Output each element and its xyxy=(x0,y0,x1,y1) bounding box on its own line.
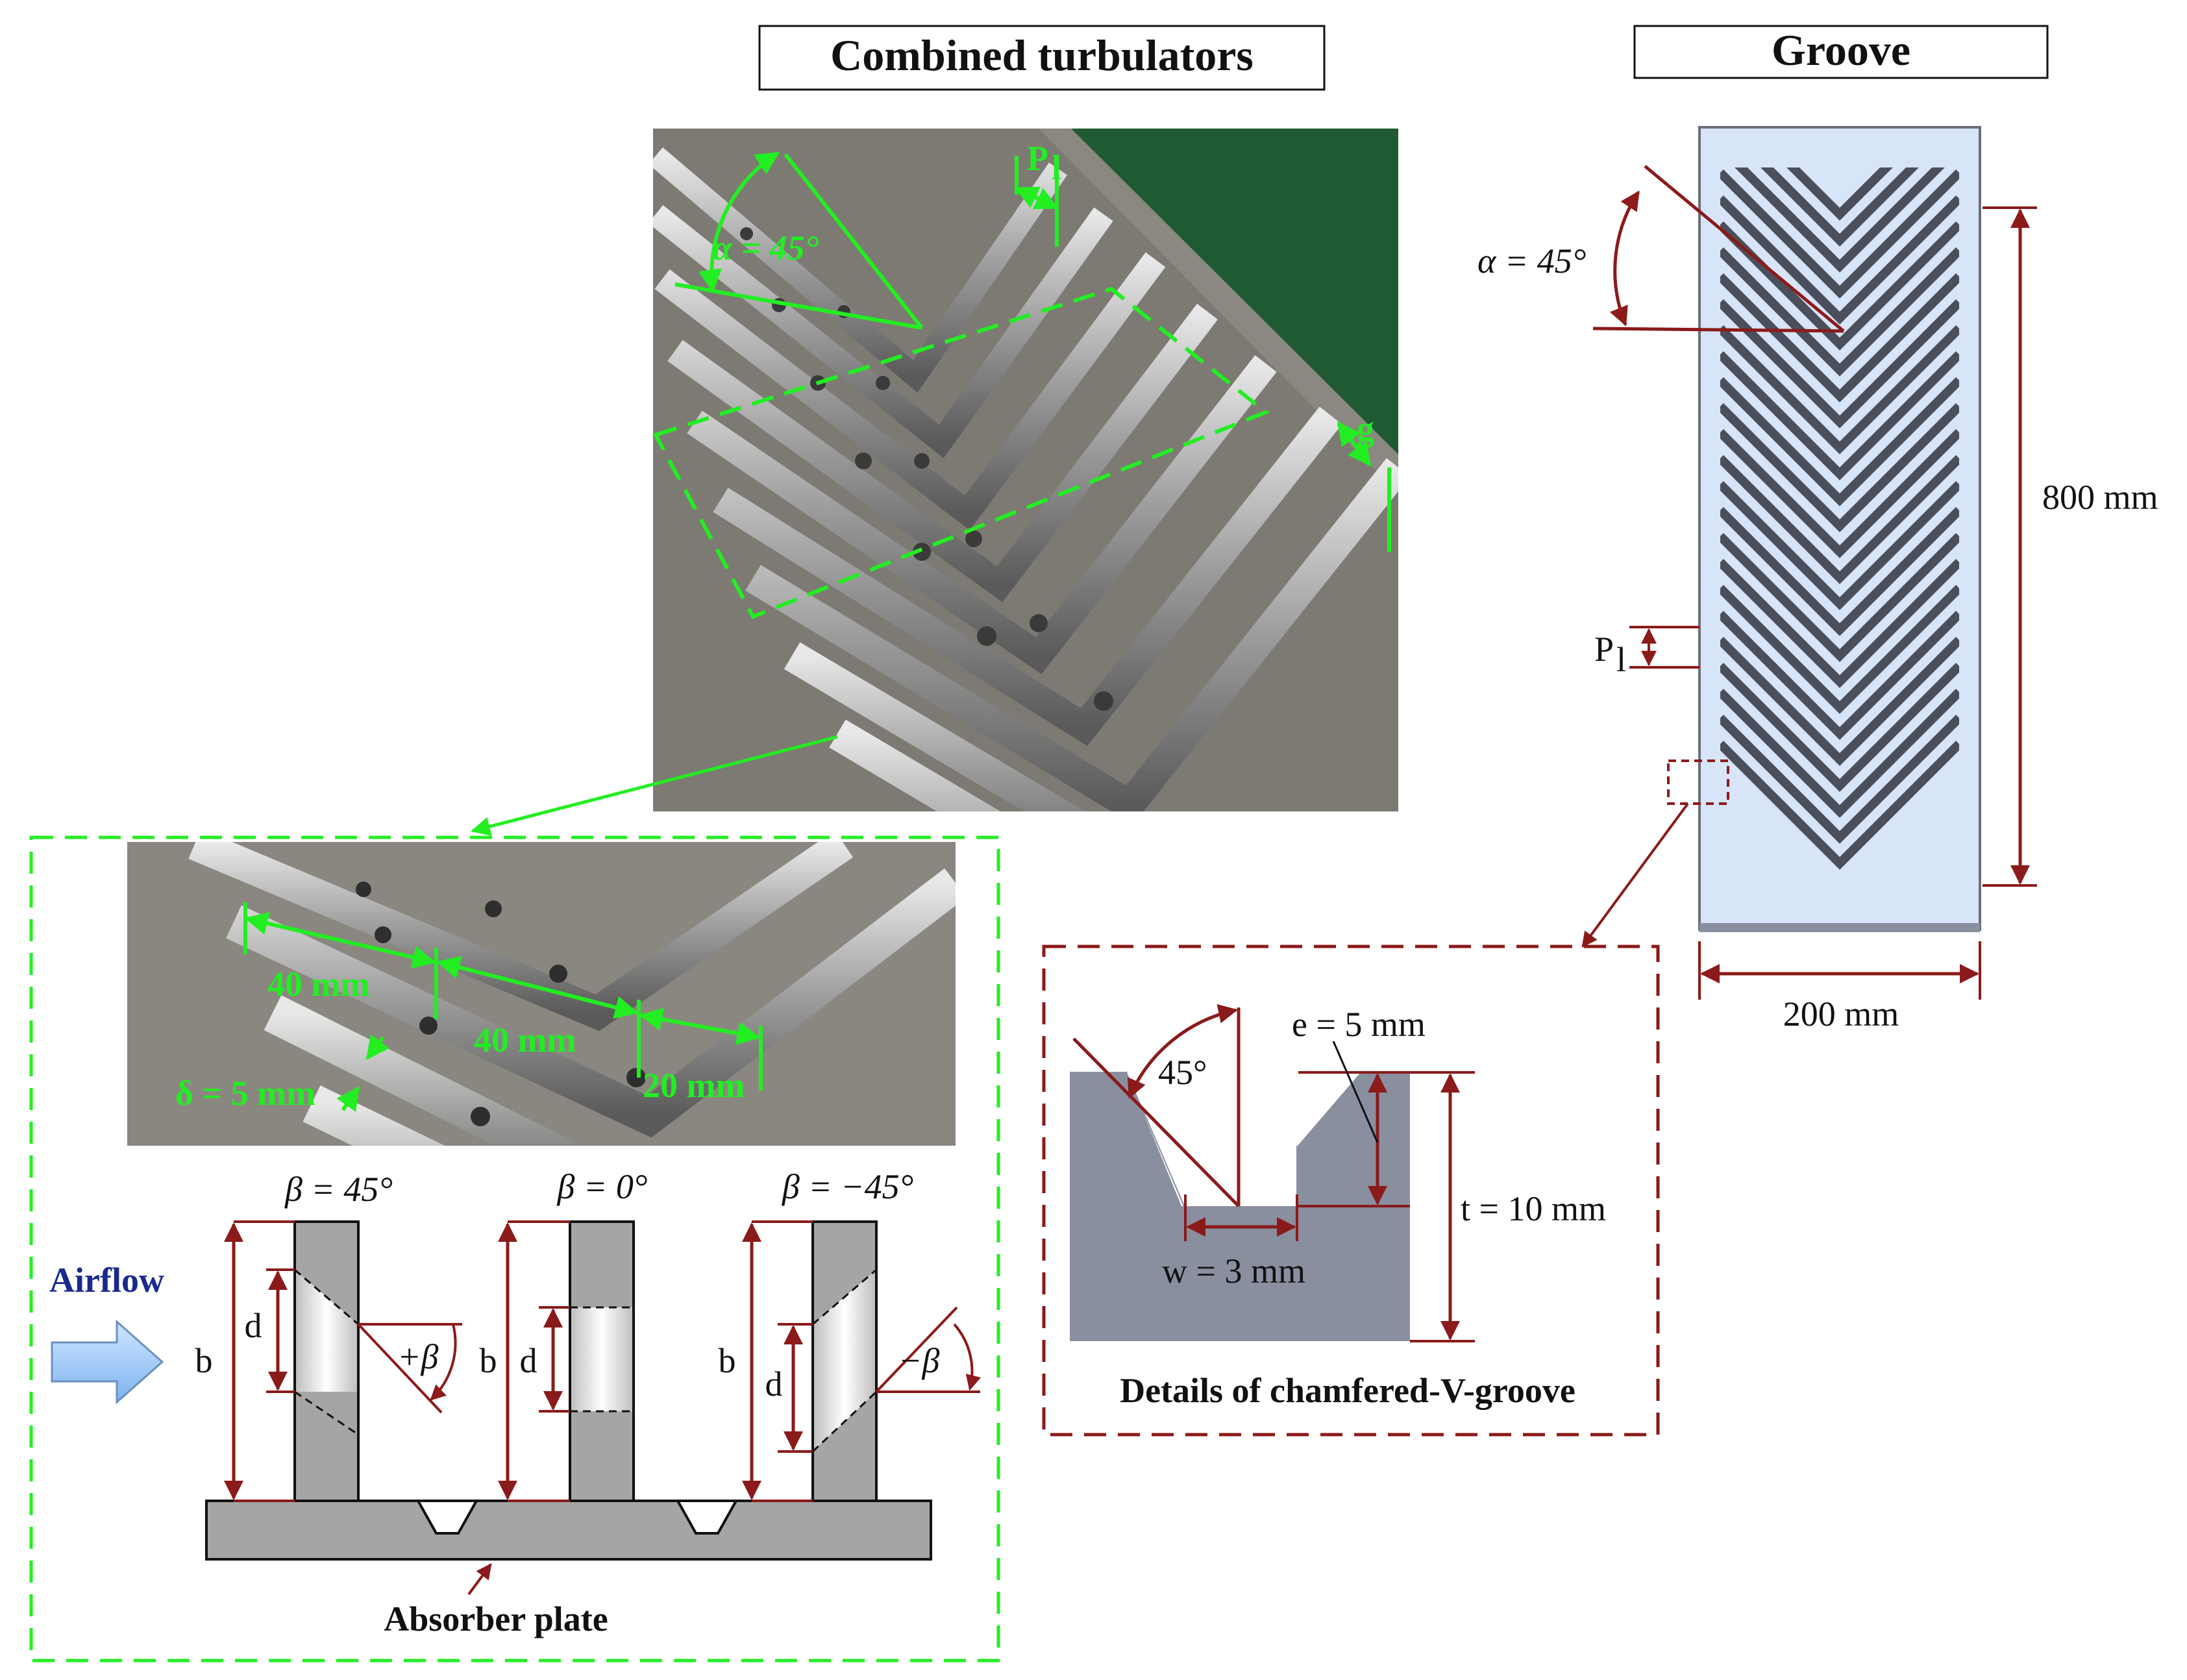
groove-length-label: 800 mm xyxy=(2042,478,2158,517)
baffle-zero: b d xyxy=(480,1220,635,1502)
zoom-connector-arrow xyxy=(471,735,838,836)
airflow-arrow-icon xyxy=(51,1319,164,1405)
detail-caption: Details of chamfered-V-groove xyxy=(1120,1371,1575,1410)
svg-text:d: d xyxy=(520,1341,537,1380)
groove-chevron xyxy=(1720,403,1959,532)
groove-chevron xyxy=(1761,167,1919,247)
groove-chevron xyxy=(1720,715,1959,844)
svg-text:−β: −β xyxy=(898,1341,939,1380)
groove-chevron xyxy=(1720,663,1959,792)
absorber-plate xyxy=(205,1500,932,1561)
groove-chevron xyxy=(1720,455,1959,584)
photo-pl-label: P xyxy=(1027,139,1048,178)
groove-chevron xyxy=(1720,325,1959,454)
photo-alpha-label: α = 45° xyxy=(713,229,819,267)
groove-pl-label: P xyxy=(1594,630,1614,669)
groove-chevron xyxy=(1720,247,1959,377)
zoom-dim-a: 40 mm xyxy=(267,965,369,1004)
groove-chevron xyxy=(1786,167,1893,221)
photo-zoom: 40 mm 40 mm 20 mm δ = 5 mm xyxy=(127,842,956,1146)
top-photo-annotations: α = 45° P l g xyxy=(652,139,1391,619)
groove-chevron xyxy=(1720,195,1959,325)
photo-combined-turbulators: α = 45° P l g xyxy=(652,129,1398,811)
svg-text:b: b xyxy=(195,1341,213,1380)
svg-text:l: l xyxy=(1616,640,1626,679)
groove-chevron xyxy=(1720,689,1959,818)
beta-neg45-label: β = −45° xyxy=(782,1167,913,1206)
groove-chevron xyxy=(1720,299,1959,428)
groove-chevron xyxy=(1720,637,1959,766)
groove-alpha-label: α = 45° xyxy=(1477,241,1586,280)
groove-chevron xyxy=(1720,221,1959,351)
zoom-delta: δ = 5 mm xyxy=(175,1074,315,1113)
groove-detail: 45° e = 5 mm t = 10 mm w = 3 mm Details … xyxy=(1042,945,1660,1437)
baffle-minus45: b d −β xyxy=(719,1220,981,1502)
detail-e-label: e = 5 mm xyxy=(1292,1005,1426,1044)
groove-chevron xyxy=(1735,167,1945,273)
zoom-dim-b: 40 mm xyxy=(474,1020,576,1059)
groove-chevron xyxy=(1720,377,1959,506)
baffle-plus45: b d +β xyxy=(195,1220,462,1502)
svg-text:Groove: Groove xyxy=(1772,25,1910,75)
groove-chevron xyxy=(1720,481,1959,610)
groove-chevron xyxy=(1720,273,1959,402)
groove-chevron xyxy=(1720,585,1959,714)
svg-text:b: b xyxy=(719,1341,736,1380)
groove-chevron xyxy=(1720,611,1959,740)
groove-chevron xyxy=(1720,559,1959,688)
detail-w-label: w = 3 mm xyxy=(1162,1252,1305,1291)
groove-plate: α = 45° 800 mm 200 mm P l xyxy=(1477,126,2158,1033)
groove-width-label: 200 mm xyxy=(1783,994,1899,1033)
photo-g-label: g xyxy=(1357,409,1374,448)
photo-pl-sub: l xyxy=(1052,148,1061,187)
baffle-diagram: β = 45° β = 0° β = −45° xyxy=(49,1167,981,1638)
zoom-detail-box xyxy=(29,835,1000,1662)
detail-angle-label: 45° xyxy=(1158,1053,1207,1092)
title-groove: Groove xyxy=(1633,25,2049,79)
groove-chevron xyxy=(1720,741,1959,870)
svg-text:b: b xyxy=(480,1341,497,1380)
svg-text:d: d xyxy=(765,1365,783,1403)
groove-chevron xyxy=(1720,429,1959,558)
groove-chevrons xyxy=(1720,167,1959,870)
zoom-dim-c: 20 mm xyxy=(643,1066,745,1105)
zoom-photo-annotations: 40 mm 40 mm 20 mm δ = 5 mm xyxy=(175,902,763,1113)
groove-chevron xyxy=(1720,533,1959,662)
detail-t-label: t = 10 mm xyxy=(1461,1189,1606,1228)
groove-chevron xyxy=(1720,169,1959,299)
absorber-label: Absorber plate xyxy=(384,1600,608,1638)
svg-text:Combined turbulators: Combined turbulators xyxy=(830,31,1254,80)
svg-text:+β: +β xyxy=(397,1337,438,1376)
groove-chevron xyxy=(1720,351,1959,480)
beta-45-label: β = 45° xyxy=(284,1170,393,1209)
groove-chevron xyxy=(1720,507,1959,636)
beta-0-label: β = 0° xyxy=(557,1167,648,1206)
airflow-label: Airflow xyxy=(49,1261,164,1300)
svg-text:d: d xyxy=(245,1306,262,1345)
title-combined: Combined turbulators xyxy=(758,25,1326,91)
